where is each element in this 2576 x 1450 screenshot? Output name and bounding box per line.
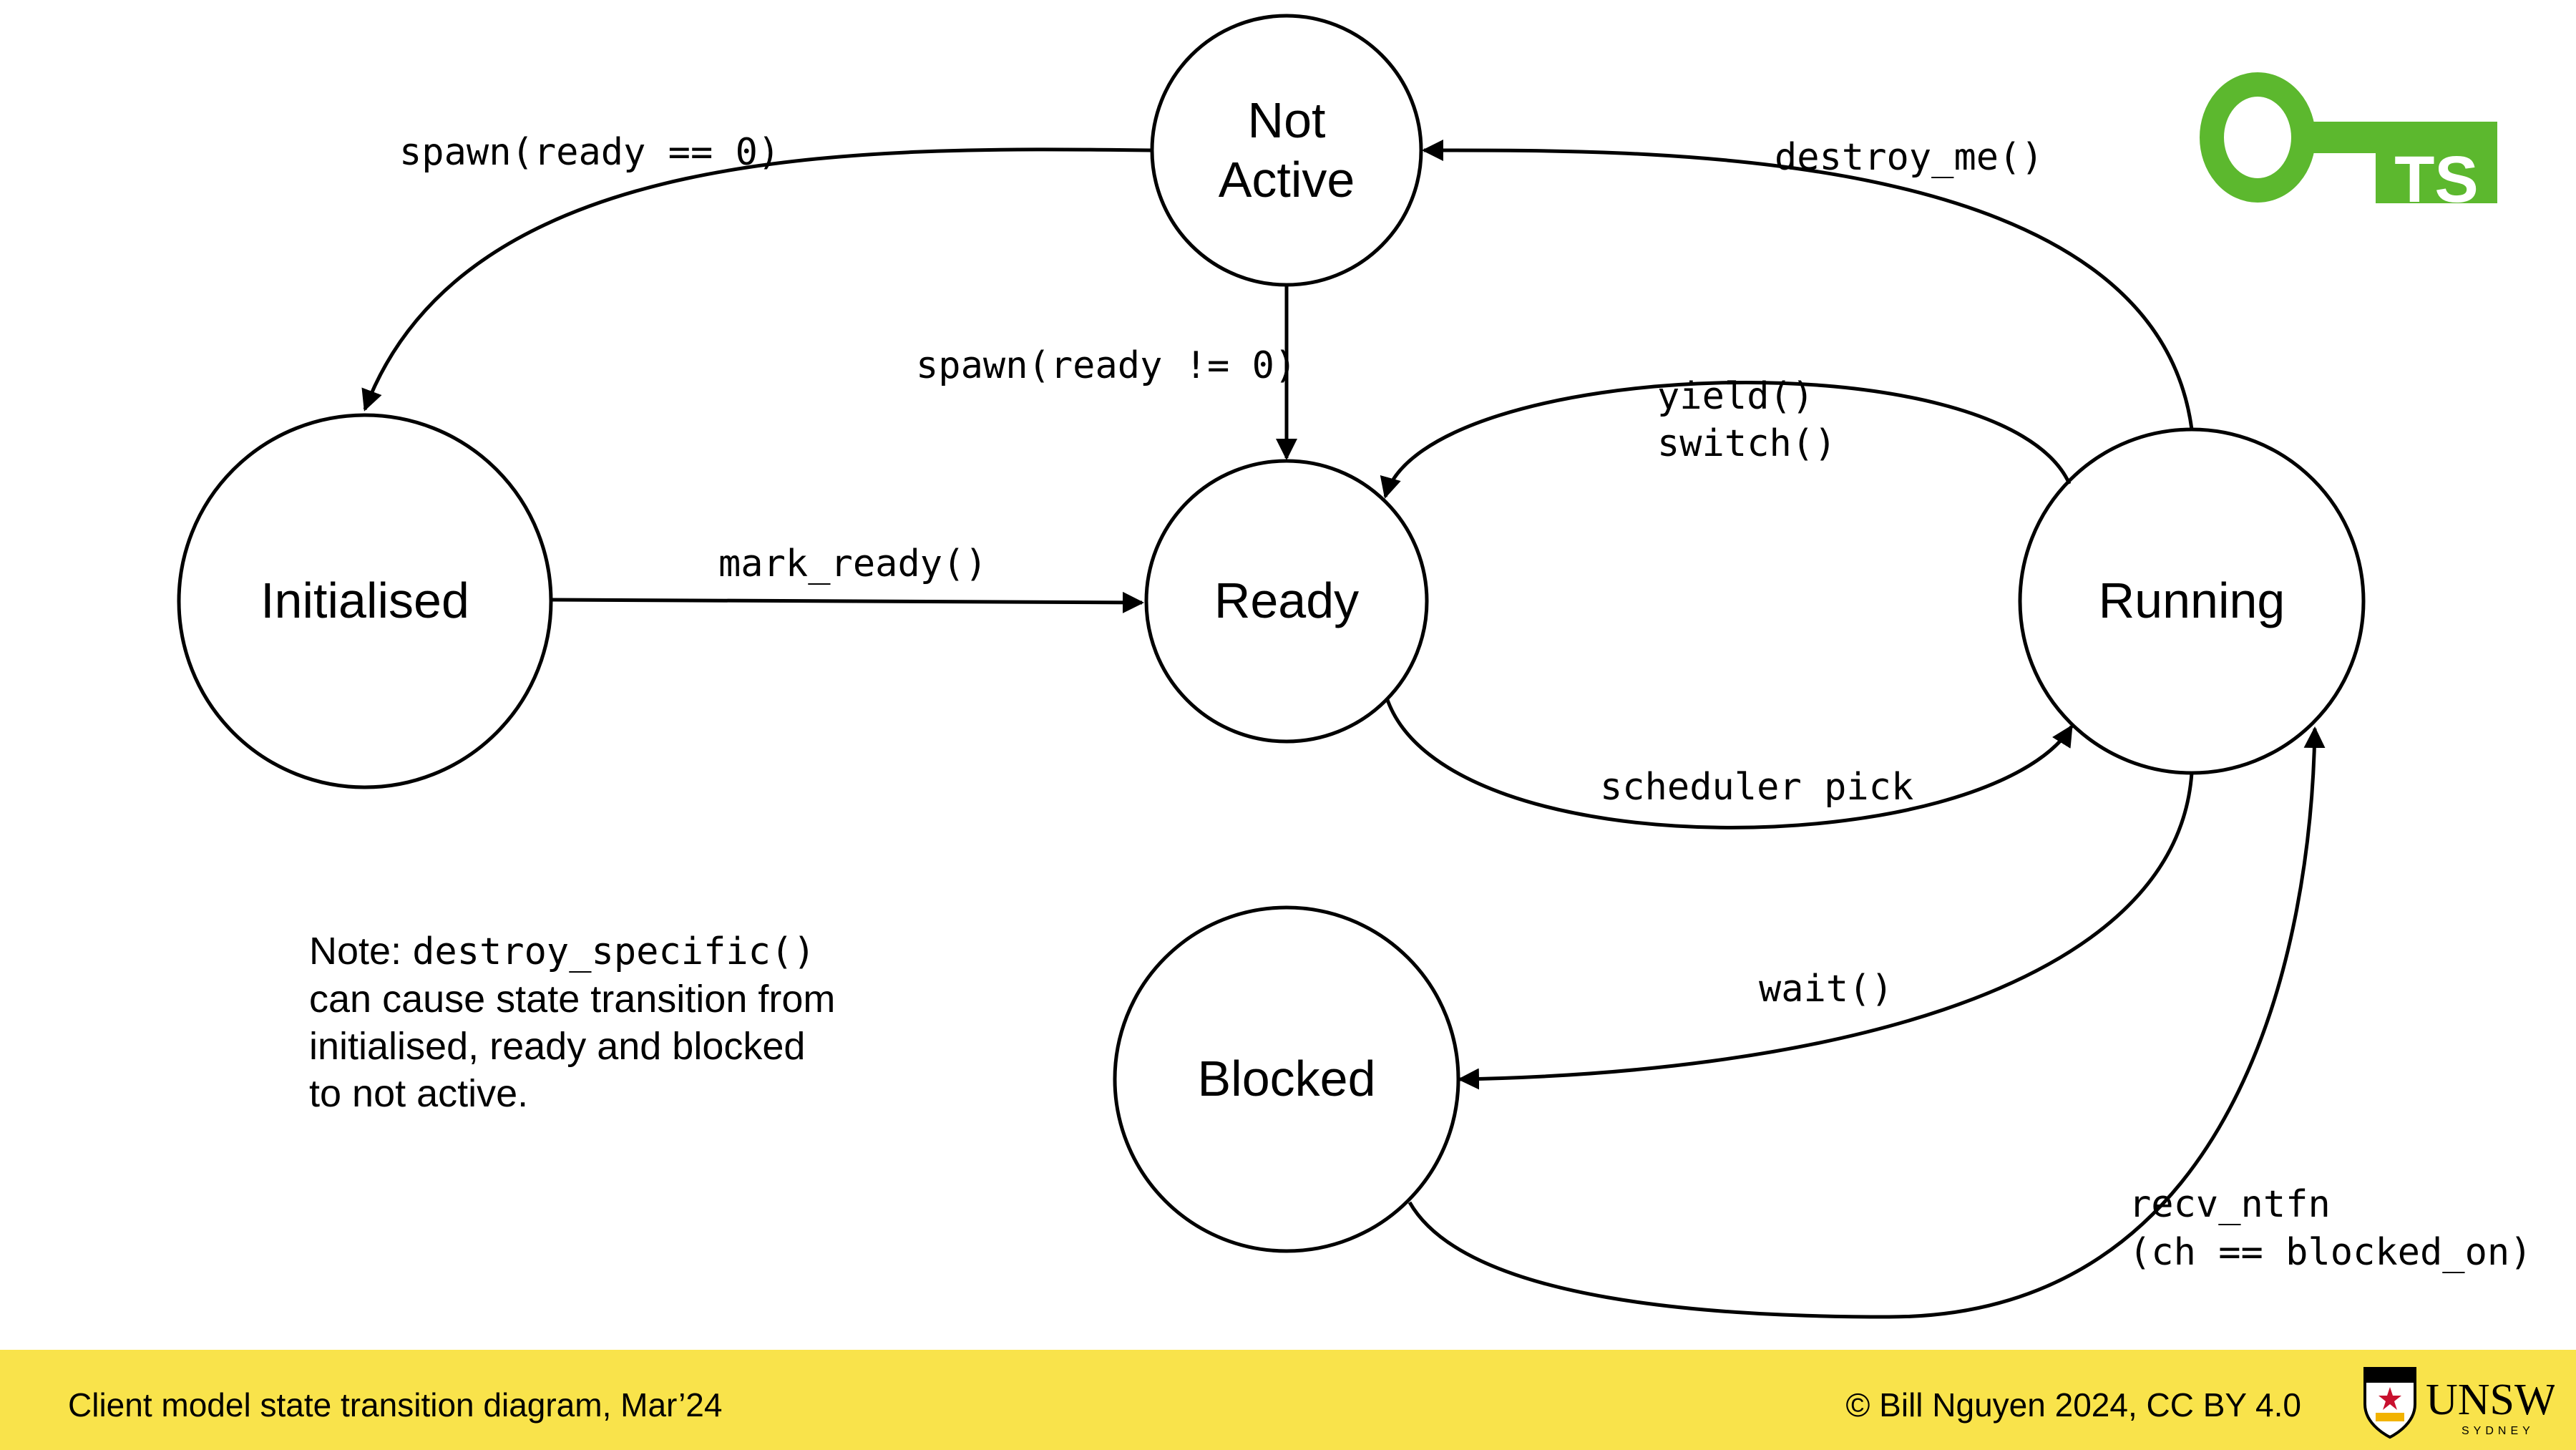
state-not-active-line1: Not: [1248, 92, 1326, 148]
note-prefix: Note:: [309, 930, 413, 973]
edge-yield-switch: [1380, 380, 2072, 499]
label-recv-ntfn-line1: recv_ntfn: [2129, 1183, 2331, 1226]
edge-destroy-me: [1422, 139, 2194, 430]
state-blocked-label: Blocked: [1197, 1051, 1375, 1106]
label-spawn-nonzero: spawn(ready != 0): [916, 344, 1297, 387]
note-line-3: to not active.: [309, 1072, 529, 1115]
state-initialised-label: Initialised: [260, 573, 469, 628]
state-ready-label: Ready: [1214, 573, 1359, 628]
edge-scheduler-pick: [1385, 697, 2074, 829]
unsw-crest-icon: [2363, 1367, 2416, 1439]
state-not-active-line2: Active: [1219, 152, 1355, 208]
note-line-1: can cause state transition from: [309, 978, 836, 1021]
footer-bar: Client model state transition diagram, M…: [0, 1350, 2576, 1450]
edge-spawn-zero: [361, 147, 1151, 412]
state-running: Running: [2018, 427, 2366, 775]
edge-mark-ready: [552, 591, 1144, 613]
label-scheduler-pick: scheduler pick: [1600, 766, 1913, 809]
unsw-wordmark: UNSW: [2426, 1376, 2555, 1424]
state-ready: Ready: [1144, 459, 1429, 744]
edge-wait: [1458, 772, 2194, 1090]
edge-recv-ntfn: [1407, 726, 2326, 1319]
note-code: destroy_specific(): [412, 930, 816, 973]
unsw-sub: SYDNEY: [2462, 1425, 2534, 1437]
label-wait: wait(): [1759, 968, 1893, 1011]
label-recv-ntfn-line2: (ch == blocked_on): [2129, 1231, 2532, 1274]
label-switch: switch(): [1657, 422, 1836, 465]
state-not-active: Not Active: [1150, 14, 1423, 287]
label-destroy-me: destroy_me(): [1775, 136, 2044, 179]
note-destroy-specific: Note: destroy_specific() can cause state…: [309, 928, 953, 1117]
label-spawn-zero: spawn(ready == 0): [399, 131, 780, 174]
footer-caption: Client model state transition diagram, M…: [68, 1386, 723, 1424]
label-mark-ready: mark_ready(): [718, 542, 987, 585]
state-initialised: Initialised: [177, 413, 553, 789]
footer-copyright: © Bill Nguyen 2024, CC BY 4.0: [1845, 1386, 2302, 1424]
unsw-logo: UNSW SYDNEY: [2363, 1367, 2555, 1439]
state-running-label: Running: [2099, 573, 2285, 628]
ts-key-logo: TS: [2200, 72, 2497, 216]
state-blocked: Blocked: [1113, 905, 1460, 1253]
logo-text: TS: [2394, 143, 2479, 216]
note-line-2: initialised, ready and blocked: [309, 1025, 806, 1068]
label-yield: yield(): [1657, 375, 1814, 418]
